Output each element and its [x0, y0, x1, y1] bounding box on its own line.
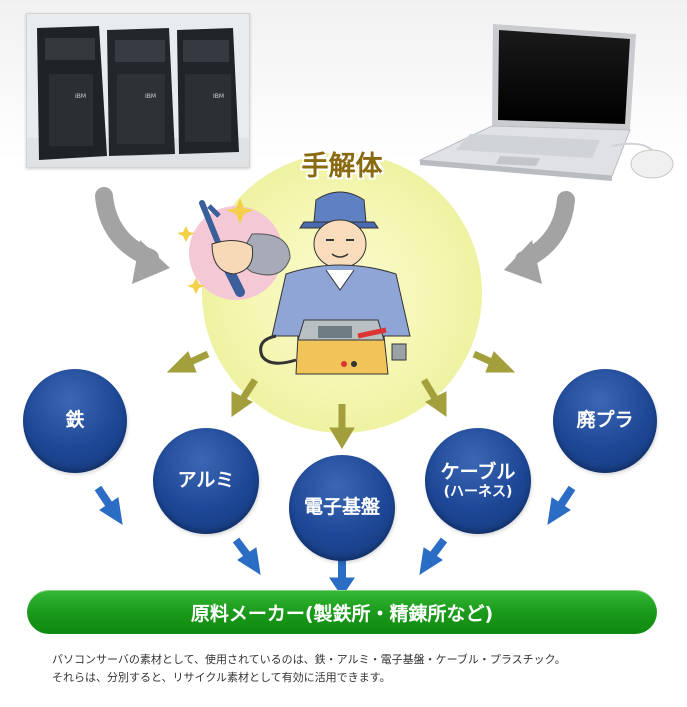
material-sublabel: (ハーネス): [444, 484, 513, 501]
blue-arrow-1: [98, 488, 122, 524]
note-line-2: それらは、分別すると、リサイクル素材として有効に活用できます。: [52, 669, 652, 687]
material-circle-aluminum: アルミ: [153, 428, 259, 534]
server-photo: IBM IBM IBM: [26, 13, 250, 168]
material-label: ケーブル: [441, 462, 516, 484]
material-label: 廃プラ: [576, 410, 633, 432]
material-label: 電子基盤: [304, 497, 380, 519]
explanation-note: パソコンサーバの素材として、使用されているのは、鉄・アルミ・電子基盤・ケーブル・…: [52, 651, 652, 687]
material-circle-cable: ケーブル (ハーネス): [425, 428, 531, 534]
svg-text:IBM: IBM: [145, 93, 156, 100]
blue-arrow-5: [548, 488, 572, 524]
svg-text:IBM: IBM: [75, 93, 86, 100]
gray-arrow-left: [104, 196, 170, 284]
note-line-1: パソコンサーバの素材として、使用されているのは、鉄・アルミ・電子基盤・ケーブル・…: [52, 651, 652, 669]
server-tower-1: IBM: [37, 26, 107, 160]
blue-arrow-2: [236, 540, 260, 574]
material-label: アルミ: [178, 470, 235, 492]
blue-arrow-4: [420, 540, 444, 574]
server-tower-3: IBM: [177, 28, 239, 154]
destination-label: 原料メーカー(製鉄所・精錬所など): [191, 599, 493, 626]
process-title: 手解体: [282, 144, 402, 183]
server-tower-2: IBM: [107, 28, 175, 156]
gray-arrow-right: [504, 200, 566, 284]
server-computers-image: IBM IBM IBM: [27, 14, 249, 167]
olive-arrow-1: [168, 352, 208, 372]
destination-bar: 原料メーカー(製鉄所・精錬所など): [27, 590, 657, 634]
material-label: 鉄: [65, 410, 84, 432]
svg-text:IBM: IBM: [213, 93, 224, 100]
material-circle-iron: 鉄: [23, 369, 127, 473]
olive-arrow-5: [474, 352, 514, 372]
laptop-illustration: [420, 24, 673, 181]
material-circle-waste-plastic: 廃プラ: [553, 369, 657, 473]
material-circle-circuit-board: 電子基盤: [289, 455, 395, 561]
